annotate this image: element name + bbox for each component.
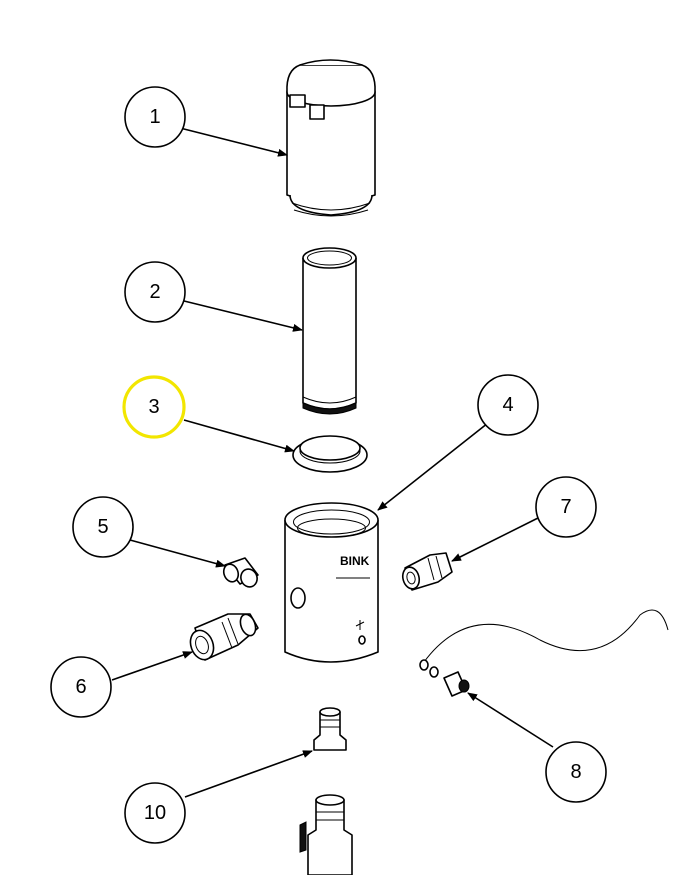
callout-4-label: 4 — [502, 394, 513, 416]
callout-3-label: 3 — [148, 396, 159, 418]
part-10-nipple — [313, 707, 347, 751]
leader-5 — [129, 539, 226, 568]
callout-6: 6 — [50, 656, 112, 718]
lower-valve — [299, 794, 353, 875]
callout-2: 2 — [124, 261, 186, 323]
callout-10-label: 10 — [144, 802, 166, 824]
leader-6 — [111, 651, 193, 681]
callout-7-label: 7 — [560, 496, 571, 518]
leader-7 — [451, 517, 539, 562]
callout-10: 10 — [124, 782, 186, 844]
part-3-gasket-ring — [292, 435, 368, 473]
leader-3 — [183, 419, 295, 453]
part-8-sensor — [419, 609, 669, 697]
leader-4 — [377, 422, 489, 511]
callout-1: 1 — [124, 86, 186, 148]
callout-7: 7 — [535, 476, 597, 538]
callout-3: 3 — [122, 375, 186, 439]
part-1-cap — [286, 59, 376, 217]
callout-4: 4 — [477, 374, 539, 436]
callout-8: 8 — [545, 741, 607, 803]
part-7-fitting — [401, 552, 453, 591]
callout-8-label: 8 — [570, 761, 581, 783]
leader-lines — [111, 127, 554, 798]
part-6-fitting — [189, 613, 259, 661]
callout-5: 5 — [72, 496, 134, 558]
leader-2 — [179, 299, 303, 332]
part-4-main-body: BINK — [284, 502, 379, 663]
body-marking: BINK — [340, 554, 370, 568]
callout-5-label: 5 — [97, 516, 108, 538]
callout-1-label: 1 — [149, 106, 160, 128]
part-2-filter-cylinder — [302, 247, 357, 415]
part-5-plug — [222, 557, 259, 588]
leader-1 — [179, 127, 288, 157]
callout-6-label: 6 — [75, 676, 86, 698]
leader-10 — [184, 750, 313, 798]
leader-8 — [467, 692, 554, 748]
callout-2-label: 2 — [149, 281, 160, 303]
